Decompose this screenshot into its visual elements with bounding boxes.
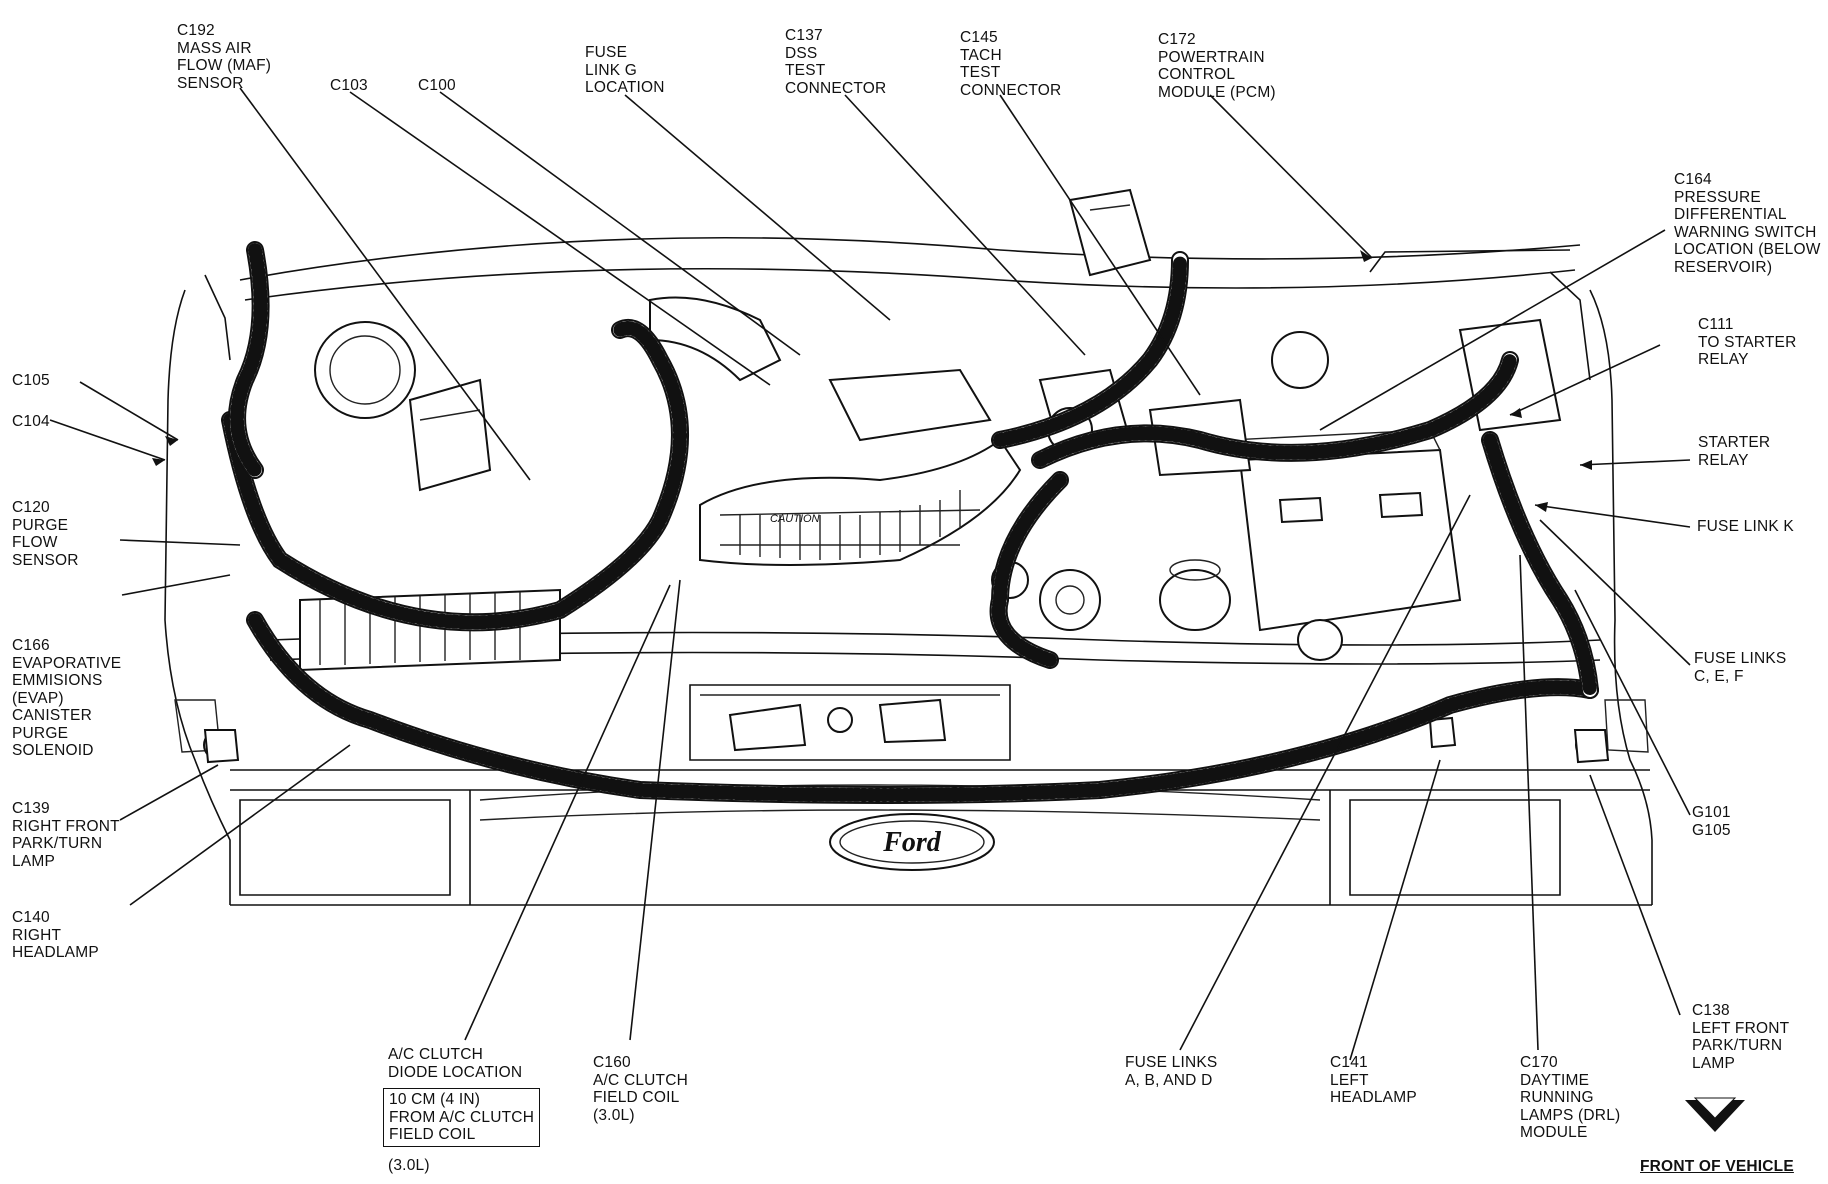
label-c105: C105: [12, 372, 50, 389]
label-ac-clutch-diode-location: A/C CLUTCH DIODE LOCATION: [388, 1046, 523, 1081]
ac-diode-distance-box: 10 CM (4 IN) FROM A/C CLUTCH FIELD COIL: [383, 1088, 541, 1147]
label-c120-purge-flow-sensor: C120 PURGE FLOW SENSOR: [12, 499, 79, 569]
label-fuse-links-cef: FUSE LINKS C, E, F: [1694, 650, 1787, 685]
label-c103: C103: [330, 77, 368, 94]
label-ac-diode-engine-note: (3.0L): [388, 1157, 430, 1174]
label-front-of-vehicle: FRONT OF VEHICLE: [1640, 1158, 1794, 1175]
label-c170-drl-module: C170 DAYTIME RUNNING LAMPS (DRL) MODULE: [1520, 1054, 1621, 1141]
intake-duct: CAUTION: [649, 296, 1022, 566]
label-c137-dss-test-connector: C137 DSS TEST CONNECTOR: [785, 27, 887, 97]
label-c145-tach-test-connector: C145 TACH TEST CONNECTOR: [960, 29, 1062, 99]
leader-arrowheads: [152, 250, 1592, 512]
label-c172-pcm: C172 POWERTRAIN CONTROL MODULE (PCM): [1158, 31, 1276, 101]
front-arrow-icon: [1685, 1097, 1745, 1132]
label-fuse-link-g: FUSE LINK G LOCATION: [585, 44, 665, 96]
label-c104: C104: [12, 413, 50, 430]
label-fuse-link-k: FUSE LINK K: [1697, 518, 1794, 535]
label-c166-evap-purge-solenoid: C166 EVAPORATIVE EMMISIONS (EVAP) CANIST…: [12, 637, 122, 759]
ford-emblem: Ford: [829, 813, 995, 871]
engine-components: [203, 188, 1610, 764]
label-fuse-links-abd: FUSE LINKS A, B, AND D: [1125, 1054, 1218, 1089]
wiring-harness: [221, 241, 1599, 804]
label-c138-left-park-turn-lamp: C138 LEFT FRONT PARK/TURN LAMP: [1692, 1002, 1790, 1072]
label-c111-to-starter-relay: C111 TO STARTER RELAY: [1698, 316, 1797, 368]
label-c141-left-headlamp: C141 LEFT HEADLAMP: [1330, 1054, 1417, 1106]
label-c192-maf-sensor: C192 MASS AIR FLOW (MAF) SENSOR: [177, 22, 272, 92]
label-starter-relay: STARTER RELAY: [1698, 434, 1771, 469]
label-g101-g105: G101 G105: [1692, 804, 1731, 839]
label-c139-right-park-turn-lamp: C139 RIGHT FRONT PARK/TURN LAMP: [12, 800, 120, 870]
label-c160-ac-clutch-field-coil: C160 A/C CLUTCH FIELD COIL (3.0L): [593, 1054, 689, 1124]
intake-caution-text: CAUTION: [770, 513, 820, 525]
label-c164-pressure-switch: C164 PRESSURE DIFFERENTIAL WARNING SWITC…: [1674, 171, 1821, 276]
label-c140-right-headlamp: C140 RIGHT HEADLAMP: [12, 909, 99, 961]
leader-lines: [49, 87, 1691, 1061]
ford-emblem-text: Ford: [882, 827, 942, 858]
label-c100: C100: [418, 77, 456, 94]
